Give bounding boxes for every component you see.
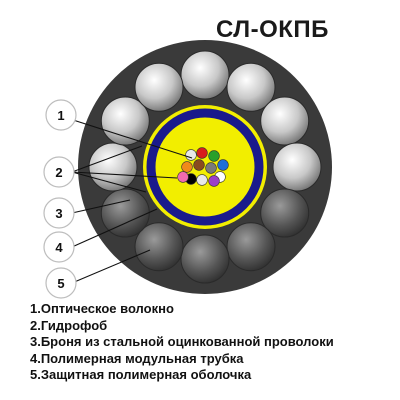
optical-fiber <box>205 162 217 174</box>
callout-label-5: 5 <box>57 276 64 291</box>
leader-2b <box>71 171 178 179</box>
armor-wire <box>260 96 310 146</box>
legend-item-5: 5.Защитная полимерная оболочка <box>30 367 252 383</box>
leader-4 <box>71 208 158 248</box>
armor-wire <box>272 142 322 192</box>
optical-fiber <box>196 174 208 186</box>
optical-fiber <box>217 159 229 171</box>
callout-label-1: 1 <box>57 108 64 123</box>
diagram-title: СЛ-ОКПБ <box>216 16 329 43</box>
optical-fiber <box>185 149 197 161</box>
callout-label-2: 2 <box>55 165 62 180</box>
armor-wire <box>134 222 184 272</box>
optical-fiber <box>181 161 193 173</box>
leader-3 <box>71 199 131 214</box>
armor-wire <box>260 188 310 238</box>
callout-leaders <box>69 118 193 284</box>
armor-wire <box>100 188 150 238</box>
optical-fiber <box>208 175 220 187</box>
armor-wire <box>180 234 230 284</box>
callout-badge-2: 2 <box>43 156 75 188</box>
callout-label-3: 3 <box>55 206 62 221</box>
hydrophobic-filler <box>143 105 267 229</box>
armor-wire <box>226 222 276 272</box>
leader-2a <box>71 145 143 173</box>
callout-badge-3: 3 <box>43 197 75 229</box>
optical-fiber <box>208 150 220 162</box>
optical-fiber <box>193 159 205 171</box>
optical-fiber <box>196 147 208 159</box>
legend-item-4: 4.Полимерная модульная трубка <box>30 350 244 366</box>
leader-2c <box>71 171 147 193</box>
armor-wire <box>180 50 230 100</box>
armor-wire <box>88 142 138 192</box>
module-tube <box>146 108 264 226</box>
leader-5 <box>71 249 151 284</box>
armor-wires <box>88 50 322 284</box>
legend-item-2: 2.Гидрофоб <box>30 317 108 333</box>
callout-badge-4: 4 <box>43 231 75 263</box>
callout-badge-5: 5 <box>45 267 77 299</box>
callout-badge-1: 1 <box>45 99 77 131</box>
optical-fiber <box>177 171 189 183</box>
optical-fibers <box>177 147 229 187</box>
legend-list: 1.Оптическое волокно 2.Гидрофоб 3.Броня … <box>30 301 334 384</box>
callout-label-4: 4 <box>55 240 63 255</box>
armor-wire <box>226 62 276 112</box>
leader-1 <box>69 118 193 159</box>
cable-cross-section: 1 2 3 4 5 <box>43 40 332 299</box>
armor-wire <box>134 62 184 112</box>
legend-item-1: 1.Оптическое волокно <box>30 301 174 316</box>
legend-item-3: 3.Броня из стальной оцинкованной проволо… <box>30 334 334 350</box>
